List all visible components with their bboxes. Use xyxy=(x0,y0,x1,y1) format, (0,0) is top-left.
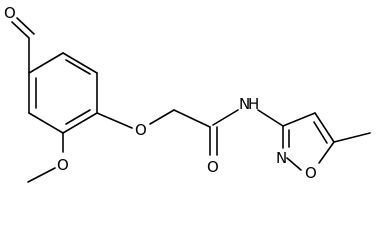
bond-iso-c5-o xyxy=(318,141,335,164)
bond-ring-inner-2 xyxy=(65,109,91,125)
bond-n-isoxazole xyxy=(257,109,284,127)
atom-ether-o: O xyxy=(135,121,147,139)
bond-carbonyl-n xyxy=(212,109,239,126)
bond-iso-c4-c5-double xyxy=(313,121,328,144)
atom-carbonyl-o: O xyxy=(207,158,219,176)
bond-ring-c6-c1 xyxy=(28,52,64,74)
atom-amide-n: N xyxy=(239,95,250,113)
bond-ch2-carbonyl xyxy=(173,109,211,128)
molecule-canvas: O O O O N H N O xyxy=(4,4,371,183)
bond-iso-o-n xyxy=(286,157,302,171)
bond-methoxy-o-ch3 xyxy=(27,167,56,183)
bond-ring-inner-1 xyxy=(65,59,91,75)
bond-iso-c4-c5 xyxy=(314,112,335,143)
bond-cho-o-double xyxy=(16,17,35,35)
atom-ring-n: N xyxy=(276,149,287,167)
bond-ring-c1-c2 xyxy=(62,52,98,74)
bond-ether-o-ch2 xyxy=(149,109,175,125)
bond-iso-methyl xyxy=(333,132,371,143)
atom-ring-o: O xyxy=(305,164,317,182)
bond-iso-c3-c4 xyxy=(282,112,316,127)
atom-aldehyde-o: O xyxy=(4,4,16,22)
atom-methoxy-o: O xyxy=(57,156,69,174)
atom-amide-h: H xyxy=(248,95,259,113)
bond-cho-o xyxy=(11,21,30,39)
bond-ring-c3-c4 xyxy=(62,112,98,134)
bond-ring-ether-o xyxy=(96,112,133,129)
bond-ring-c4-c5 xyxy=(28,112,64,134)
molecule-structure: O O O O N H N O xyxy=(4,4,371,183)
